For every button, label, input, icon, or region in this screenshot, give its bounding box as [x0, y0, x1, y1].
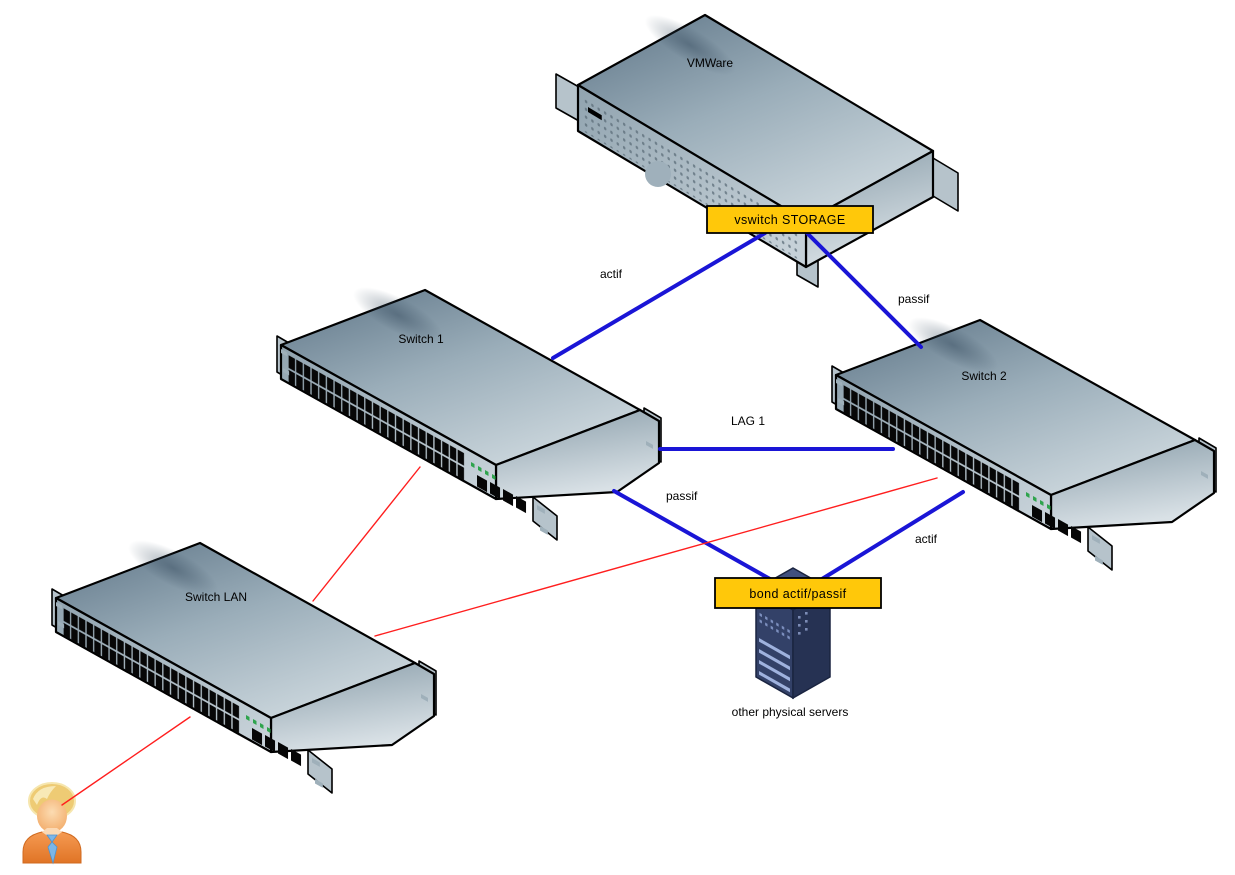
- link-switchlan-to-switch1[interactable]: [312, 466, 421, 602]
- edge-label-passif-top: passif: [898, 292, 930, 306]
- link-switchlan-to-switch2[interactable]: [374, 477, 938, 637]
- user-icon[interactable]: [22, 782, 82, 865]
- switch-lan-chassis: [19, 528, 438, 795]
- edge-label-actif-bottom: actif: [915, 532, 938, 546]
- node-switch2[interactable]: Switch 2: [799, 305, 1218, 572]
- edge-label-passif-bottom: passif: [666, 489, 698, 503]
- node-vmware-server[interactable]: VMWare: [555, 5, 959, 288]
- node-switch-lan[interactable]: Switch LAN: [19, 528, 438, 795]
- edge-label-lag1: LAG 1: [731, 414, 765, 428]
- other-servers-label: other physical servers: [732, 705, 849, 719]
- link-switch2-to-bond-actif[interactable]: [820, 490, 965, 581]
- link-vswitch-to-switch1-actif[interactable]: [551, 231, 767, 360]
- badge-vswitch-storage[interactable]: vswitch STORAGE: [706, 205, 874, 234]
- link-switch1-to-bond-passif[interactable]: [612, 489, 772, 581]
- switch2-label: Switch 2: [961, 369, 1007, 383]
- switch-lan-label: Switch LAN: [185, 590, 247, 604]
- switch2-chassis: [799, 305, 1218, 572]
- badge-bond-label: bond actif/passif: [749, 587, 846, 601]
- link-user-to-switchlan[interactable]: [61, 716, 191, 806]
- switch1-label: Switch 1: [398, 332, 444, 346]
- badge-vswitch-storage-box: [706, 205, 874, 234]
- edge-label-actif-top: actif: [600, 267, 623, 281]
- badge-bond-box: [714, 577, 882, 609]
- switch1-chassis: [244, 275, 663, 542]
- badge-bond-actif-passif[interactable]: bond actif/passif: [714, 577, 882, 609]
- links-layer: [61, 231, 965, 806]
- vmware-label: VMWare: [687, 56, 734, 70]
- badge-vswitch-storage-label: vswitch STORAGE: [734, 213, 845, 227]
- node-switch1[interactable]: Switch 1: [244, 275, 663, 542]
- drive-bay-stripes: [759, 638, 790, 693]
- edge-labels: actif passif LAG 1 passif actif: [600, 267, 938, 546]
- link-vswitch-to-switch2-passif[interactable]: [805, 231, 923, 349]
